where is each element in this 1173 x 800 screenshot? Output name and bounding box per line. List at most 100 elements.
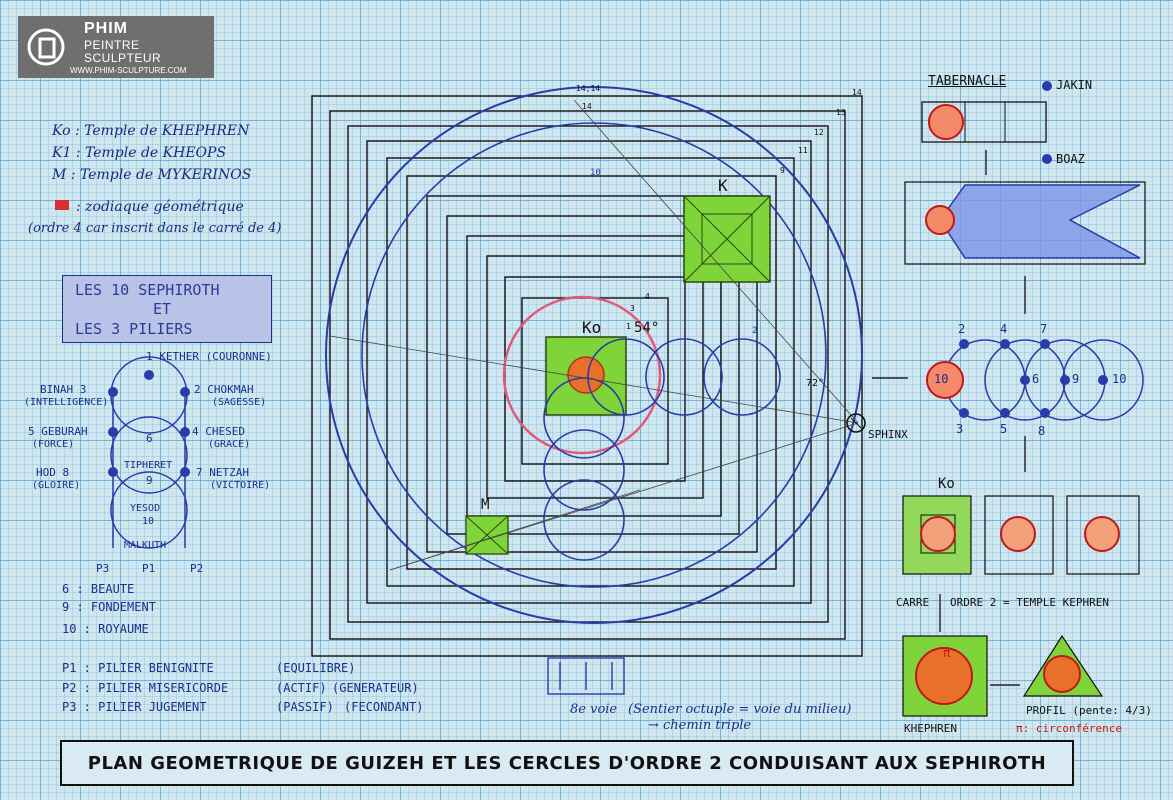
connector-arrows — [872, 150, 1026, 686]
chain-right-3 — [703, 338, 781, 416]
circle-chain — [543, 338, 781, 561]
sephiroth-title-box: LES 10 SEPHIROTH ET LES 3 PILIERS — [62, 275, 272, 343]
temple-k-inner — [701, 213, 753, 265]
legend-k1: K1 : Temple de KHEOPS — [52, 145, 227, 161]
pillar-p2: P2 : PILIER MISERICORDE — [62, 681, 229, 695]
chain-down-3 — [543, 479, 625, 561]
chain-down-2 — [543, 429, 625, 511]
legend-m: M : Temple de MYKERINOS — [52, 167, 252, 183]
tree-n5: 5 GEBURAH — [28, 425, 88, 438]
label-angle-54: 54° — [634, 320, 660, 336]
tree-n2-sub: (SAGESSE) — [212, 397, 267, 408]
sephiroth-nodes — [959, 339, 1108, 418]
tree-n9: 9 — [146, 474, 153, 487]
square-13 — [329, 110, 846, 640]
tree-n7-sub: (VICTOIRE) — [210, 480, 271, 491]
seph-7: 7 — [1040, 322, 1048, 336]
diagonal-line-2 — [329, 335, 859, 424]
square-11 — [366, 140, 812, 604]
label-eighth-way: 8e voie — [570, 702, 618, 717]
label-tabernacle: TABERNACLE — [928, 74, 1007, 89]
seph-3: 3 — [956, 422, 964, 436]
square-8 — [426, 195, 758, 553]
tree-n8: HOD 8 — [36, 466, 70, 479]
pillar-p3: P3 : PILIER JUGEMENT — [62, 700, 207, 714]
logo-line2: SCULPTEUR — [84, 51, 162, 65]
label-ko: Ko — [582, 318, 602, 337]
pillar-p1: P1 : PILIER BENIGNITE — [62, 661, 214, 675]
seph-10-left: 10 — [934, 372, 949, 386]
label-1: 1 — [626, 322, 631, 331]
label-ordre: ORDRE 2 = TEMPLE KEPHREN — [950, 596, 1109, 609]
logo-url: WWW.PHIM-SCULPTURE.COM — [70, 66, 187, 75]
pillar-p2-role2: (GENERATEUR) — [332, 681, 419, 695]
label-14r: 14 — [852, 88, 862, 97]
square-7 — [446, 215, 740, 535]
diagonal-line-4 — [389, 422, 859, 571]
tree-tipheret: TIPHERET — [124, 460, 173, 471]
phim-logo[interactable]: PHIM PEINTRE SCULPTEUR WWW.PHIM-SCULPTUR… — [18, 16, 214, 78]
label-jakin: JAKIN — [1056, 78, 1093, 92]
title-banner: PLAN GEOMETRIQUE DE GUIZEH ET LES CERCLE… — [60, 740, 1074, 786]
square-9 — [406, 175, 777, 570]
sephiroth-title-1: LES 10 SEPHIROTH — [75, 281, 220, 299]
def-6: 6 : BEAUTE — [62, 582, 135, 596]
tree-circle-1 — [110, 356, 188, 434]
phim-logo-icon — [27, 28, 65, 66]
ko-squares-row — [902, 495, 1140, 575]
legend-zodiac: : zodiaque géométrique — [76, 199, 244, 215]
khephren-panel — [902, 634, 1104, 717]
sphinx-cross — [850, 417, 862, 429]
tree-n3-sub: (INTELLIGENCE) — [24, 397, 109, 408]
seph-6: 6 — [1032, 372, 1040, 386]
label-4: 4 — [645, 292, 650, 301]
label-14-14: 14,14 — [576, 84, 601, 93]
label-m: M — [481, 497, 490, 513]
pillar-p2-role: (ACTIF) — [276, 681, 327, 695]
square-10 — [386, 157, 795, 587]
seph-2: 2 — [958, 322, 966, 336]
tree-n1: 1 KETHER (COURONNE) — [146, 350, 272, 363]
eighth-way-arrows — [559, 662, 613, 690]
tree-n2: 2 CHOKMAH — [194, 383, 254, 396]
label-angle-72: 72° — [806, 378, 825, 389]
tree-n3: BINAH 3 — [40, 383, 87, 396]
temple-m-diag2 — [465, 515, 509, 555]
tree-nodes — [108, 370, 190, 477]
legend-k0: Ko : Temple de KHEPHREN — [52, 123, 250, 139]
temple-ko-core — [567, 356, 605, 394]
label-3: 3 — [630, 304, 635, 313]
tree-n5-sub: (FORCE) — [32, 439, 75, 450]
label-14b: 14 — [582, 102, 592, 111]
tree-malkuth: MALKUTH — [124, 540, 167, 551]
label-pi-circ: π: circonférence — [1016, 722, 1122, 735]
seph-4: 4 — [1000, 322, 1008, 336]
tree-p2: P2 — [190, 562, 204, 575]
label-k: K — [718, 176, 728, 195]
def-9: 9 : FONDEMENT — [62, 600, 156, 614]
sphinx-marker — [846, 413, 866, 433]
label-13: 13 — [836, 108, 846, 117]
label-9: 9 — [780, 166, 785, 175]
pillar-p3-role: (PASSIF) — [276, 700, 334, 714]
tree-n4: 4 CHESED — [192, 425, 245, 438]
sephira-10-left — [926, 361, 964, 399]
label-12: 12 — [814, 128, 824, 137]
seph-9: 9 — [1072, 372, 1080, 386]
seph-10-right: 10 — [1112, 372, 1127, 386]
square-6 — [466, 235, 722, 517]
temple-k-diag2 — [683, 195, 771, 283]
pillar-p1-role: (EQUILIBRE) — [276, 661, 356, 675]
label-chemin: → chemin triple — [648, 718, 752, 733]
label-khephren: KHEPHREN — [904, 722, 957, 735]
outer-circle — [325, 86, 863, 624]
legend-zodiac-note: (ordre 4 car inscrit dans le carré de 4) — [28, 221, 282, 236]
ship-panel — [904, 181, 1146, 265]
tree-n6: 6 — [146, 432, 153, 445]
zodiac-marker-icon — [55, 200, 69, 210]
chain-right-2 — [645, 338, 723, 416]
seph-8: 8 — [1038, 424, 1046, 438]
label-sentier: (Sentier octuple = voie du milieu) — [628, 702, 852, 717]
label-profil: PROFIL (pente: 4/3) — [1026, 704, 1152, 717]
